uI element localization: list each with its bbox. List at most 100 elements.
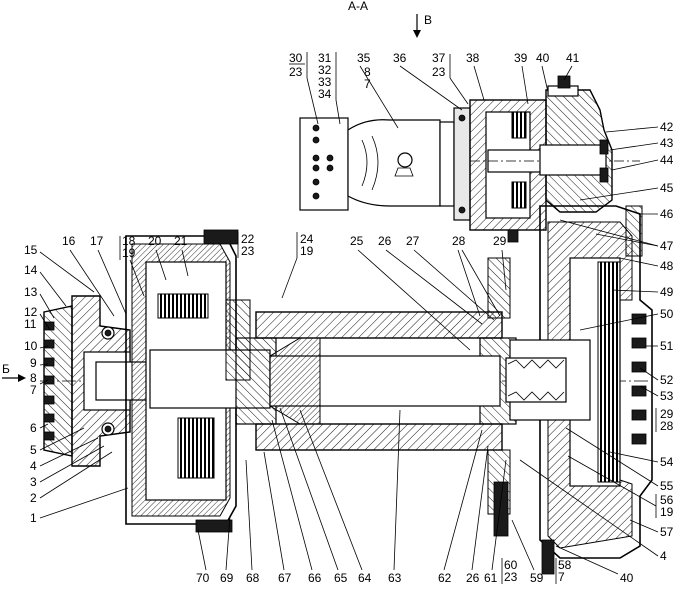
bolt-60 bbox=[493, 481, 509, 537]
label-25: 25 bbox=[350, 234, 364, 248]
label-61: 61 bbox=[484, 571, 498, 585]
drum-lower-wall bbox=[255, 423, 503, 451]
planet-gear-bottom bbox=[177, 417, 215, 479]
ring-gear bbox=[597, 261, 621, 483]
label-44: 44 bbox=[660, 153, 674, 167]
drum-flange-right-top bbox=[487, 257, 511, 319]
label-12: 12 bbox=[24, 305, 38, 319]
label-8-top: 8 bbox=[364, 65, 371, 79]
label-20: 20 bbox=[148, 234, 162, 248]
label-8-left: 8 bbox=[30, 371, 37, 385]
label-7-top: 7 bbox=[364, 77, 371, 91]
label-18: 18 bbox=[122, 234, 136, 248]
label-26-top: 26 bbox=[378, 234, 392, 248]
label-7-left: 7 bbox=[30, 383, 37, 397]
label-26-bottom: 26 bbox=[466, 571, 480, 585]
view-arrow-label: В bbox=[424, 13, 432, 27]
label-6: 6 bbox=[30, 421, 37, 435]
callouts-right: 42 43 44 45 46 47 48 49 50 51 52 53 29 2… bbox=[519, 120, 674, 585]
label-29-right: 29 bbox=[660, 407, 674, 421]
label-63: 63 bbox=[388, 571, 402, 585]
label-23-bottom: 23 bbox=[504, 570, 518, 584]
label-32: 32 bbox=[318, 63, 332, 77]
label-4-left: 4 bbox=[30, 459, 37, 473]
section-title: А-А bbox=[348, 0, 368, 13]
motor-port bbox=[397, 152, 413, 168]
winch-assembly bbox=[40, 205, 653, 575]
label-41: 41 bbox=[566, 51, 580, 65]
label-58: 58 bbox=[558, 558, 572, 572]
callouts-upper-mid: 16 17 18 19 20 21 22 23 24 19 25 26 27 2… bbox=[62, 232, 507, 351]
label-13: 13 bbox=[24, 285, 38, 299]
label-48: 48 bbox=[660, 259, 674, 273]
label-33: 33 bbox=[318, 75, 332, 89]
label-65: 65 bbox=[334, 571, 348, 585]
label-40-top: 40 bbox=[536, 51, 550, 65]
label-1: 1 bbox=[30, 511, 37, 525]
label-68: 68 bbox=[246, 571, 260, 585]
label-22: 22 bbox=[241, 232, 255, 246]
label-53: 53 bbox=[660, 389, 674, 403]
label-28-right: 28 bbox=[660, 419, 674, 433]
callouts-bottom: 70 69 68 67 66 65 64 63 62 26 61 60 23 5… bbox=[196, 407, 572, 585]
reducer-right-housing bbox=[505, 205, 653, 575]
label-67: 67 bbox=[278, 571, 292, 585]
label-54: 54 bbox=[660, 455, 674, 469]
label-23-top: 23 bbox=[289, 65, 303, 79]
label-21: 21 bbox=[174, 234, 188, 248]
label-30: 30 bbox=[289, 51, 303, 65]
label-45: 45 bbox=[660, 181, 674, 195]
drum-upper-wall bbox=[255, 311, 503, 339]
upper-motor-view bbox=[299, 75, 640, 231]
label-11: 11 bbox=[24, 317, 37, 331]
bolt-41 bbox=[557, 75, 571, 89]
left-end-cover bbox=[43, 295, 161, 467]
label-16: 16 bbox=[62, 234, 76, 248]
label-19-b: 19 bbox=[300, 244, 314, 258]
callouts-top: 30 23 31 32 33 34 35 8 7 36 37 23 38 39 … bbox=[289, 51, 580, 129]
side-arrow-head bbox=[18, 374, 26, 382]
label-49: 49 bbox=[660, 285, 674, 299]
label-23-mid: 23 bbox=[241, 244, 255, 258]
label-56: 56 bbox=[660, 493, 674, 507]
label-62: 62 bbox=[438, 571, 452, 585]
label-17: 17 bbox=[90, 234, 104, 248]
label-64: 64 bbox=[358, 571, 372, 585]
section-header: А-А В Б bbox=[2, 0, 432, 382]
label-38: 38 bbox=[466, 51, 480, 65]
motor-adapter bbox=[453, 107, 471, 221]
label-42: 42 bbox=[660, 120, 674, 134]
motor-flange bbox=[439, 121, 455, 207]
label-39: 39 bbox=[514, 51, 528, 65]
valve-block bbox=[299, 117, 349, 211]
label-57: 57 bbox=[660, 525, 674, 539]
label-43: 43 bbox=[660, 136, 674, 150]
spring-pack bbox=[505, 357, 567, 403]
brake-assembly bbox=[469, 99, 640, 231]
label-4-right: 4 bbox=[660, 549, 667, 563]
side-arrow-label: Б bbox=[2, 362, 10, 376]
label-2: 2 bbox=[30, 491, 37, 505]
label-7-bottom: 7 bbox=[558, 570, 565, 584]
label-24: 24 bbox=[300, 232, 314, 246]
label-59: 59 bbox=[530, 571, 544, 585]
label-10: 10 bbox=[24, 339, 38, 353]
label-14: 14 bbox=[24, 263, 38, 277]
label-36: 36 bbox=[393, 51, 407, 65]
label-28-top: 28 bbox=[452, 234, 466, 248]
view-arrow-head bbox=[413, 30, 421, 38]
label-69: 69 bbox=[220, 571, 234, 585]
drum bbox=[235, 229, 519, 537]
label-46: 46 bbox=[660, 207, 674, 221]
label-35: 35 bbox=[357, 51, 371, 65]
label-23-top2: 23 bbox=[432, 65, 446, 79]
label-15: 15 bbox=[24, 243, 38, 257]
label-51: 51 bbox=[660, 339, 674, 353]
label-40-bottom: 40 bbox=[620, 571, 634, 585]
label-52: 52 bbox=[660, 373, 674, 387]
label-9: 9 bbox=[30, 356, 37, 370]
label-60: 60 bbox=[504, 558, 518, 572]
motor-housing bbox=[347, 119, 441, 207]
